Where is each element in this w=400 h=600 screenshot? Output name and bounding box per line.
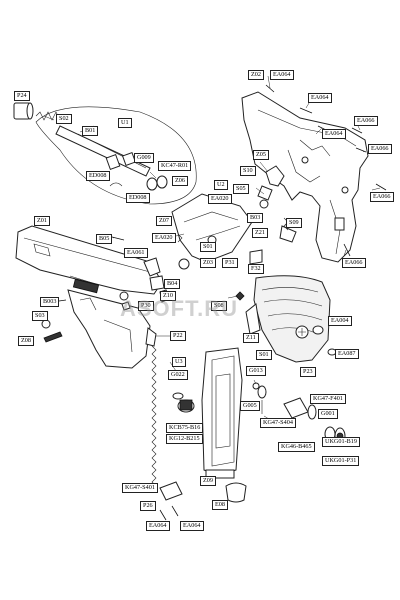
label-z21: Z21 bbox=[252, 228, 268, 239]
lower-frame bbox=[67, 289, 151, 369]
label-u1: U1 bbox=[118, 118, 132, 129]
label-z01: Z01 bbox=[34, 216, 50, 227]
label-z07: Z07 bbox=[156, 216, 172, 227]
label-ea020: EA020 bbox=[152, 233, 176, 244]
label-z10: Z10 bbox=[160, 291, 176, 302]
label-kg47-s401: KG47-S401 bbox=[122, 483, 158, 494]
label-p24: P24 bbox=[14, 91, 30, 102]
label-s01: S01 bbox=[200, 242, 216, 253]
label-b01: B01 bbox=[82, 126, 99, 137]
label-ea066: EA066 bbox=[368, 144, 392, 155]
label-s02: S02 bbox=[56, 114, 72, 125]
label-s03: S03 bbox=[32, 311, 48, 322]
label-b04: B04 bbox=[164, 279, 181, 290]
label-ea066: EA066 bbox=[342, 258, 366, 269]
label-kg46-b465: KG46-B465 bbox=[278, 442, 315, 453]
label-ukg01-b19: UKG01-B19 bbox=[322, 437, 360, 448]
label-ea064: EA064 bbox=[308, 93, 332, 104]
label-p23: P23 bbox=[300, 367, 316, 378]
label-p22: P22 bbox=[170, 331, 186, 342]
label-s01: S01 bbox=[256, 350, 272, 361]
label-ea064: EA064 bbox=[270, 70, 294, 81]
label-ukg01-p31: UKG01-P31 bbox=[322, 456, 360, 467]
label-s10: S10 bbox=[240, 166, 256, 177]
label-ea087: EA087 bbox=[335, 349, 359, 360]
label-u2: U2 bbox=[214, 180, 228, 191]
label-kg12-b215: KG12-B215 bbox=[166, 434, 203, 445]
grip-panel-p23 bbox=[235, 275, 331, 363]
label-b03: B03 bbox=[247, 213, 264, 224]
magazine-z08 bbox=[201, 347, 247, 503]
label-ea064: EA064 bbox=[322, 129, 346, 140]
label-kcb75-b16: KCB75-B16 bbox=[166, 423, 204, 434]
label-u3: U3 bbox=[172, 357, 186, 368]
valve-parts-left bbox=[172, 392, 195, 413]
label-ea066: EA066 bbox=[354, 116, 378, 127]
label-ea020: EA020 bbox=[208, 194, 232, 205]
label-ea066: EA066 bbox=[370, 192, 394, 203]
slide-z01 bbox=[15, 225, 163, 295]
label-s09: S09 bbox=[286, 218, 302, 229]
label-f32: F32 bbox=[248, 264, 264, 275]
label-ea004: EA004 bbox=[328, 316, 352, 327]
label-kc47-r01: KC47-R01 bbox=[158, 161, 192, 172]
label-z02: Z02 bbox=[248, 70, 264, 81]
label-g001: G001 bbox=[318, 409, 338, 420]
barrel-group-u1 bbox=[13, 102, 197, 205]
label-ea061: EA061 bbox=[124, 248, 148, 259]
label-z06: Z06 bbox=[172, 176, 188, 187]
label-ea064: EA064 bbox=[146, 521, 170, 532]
grip-screw-parts bbox=[312, 325, 337, 356]
hammer-assembly bbox=[249, 165, 297, 265]
label-z03: Z03 bbox=[200, 258, 216, 269]
label-p31: P31 bbox=[222, 258, 238, 269]
label-z09: Z09 bbox=[200, 476, 216, 487]
label-kg47-f401: KG47-F401 bbox=[310, 394, 346, 405]
label-kg47-s404: KG47-S404 bbox=[260, 418, 296, 429]
label-g009: G009 bbox=[134, 153, 154, 164]
label-s05: S05 bbox=[233, 184, 249, 195]
hammer-spring-assembly bbox=[145, 327, 183, 521]
watermark: ASOFT.RU bbox=[120, 296, 238, 321]
label-e08: E08 bbox=[212, 500, 228, 511]
label-b003: B003 bbox=[40, 297, 60, 308]
leader-lines bbox=[43, 75, 381, 423]
label-ed008: ED008 bbox=[126, 193, 150, 204]
label-p26: P26 bbox=[140, 501, 156, 512]
label-p30: P30 bbox=[138, 301, 154, 312]
trigger-bar-u2 bbox=[171, 193, 253, 270]
pins-ea066 bbox=[343, 127, 387, 257]
label-z05: Z05 bbox=[253, 150, 269, 161]
label-ea064: EA064 bbox=[180, 521, 204, 532]
label-s08: S08 bbox=[211, 301, 227, 312]
label-g022: G022 bbox=[168, 370, 188, 381]
label-g005: G005 bbox=[240, 401, 260, 412]
label-z08: Z08 bbox=[18, 336, 34, 347]
label-z11: Z11 bbox=[243, 333, 259, 344]
label-b05: B05 bbox=[96, 234, 113, 245]
label-g013: G013 bbox=[246, 366, 266, 377]
label-ed008: ED008 bbox=[86, 171, 110, 182]
